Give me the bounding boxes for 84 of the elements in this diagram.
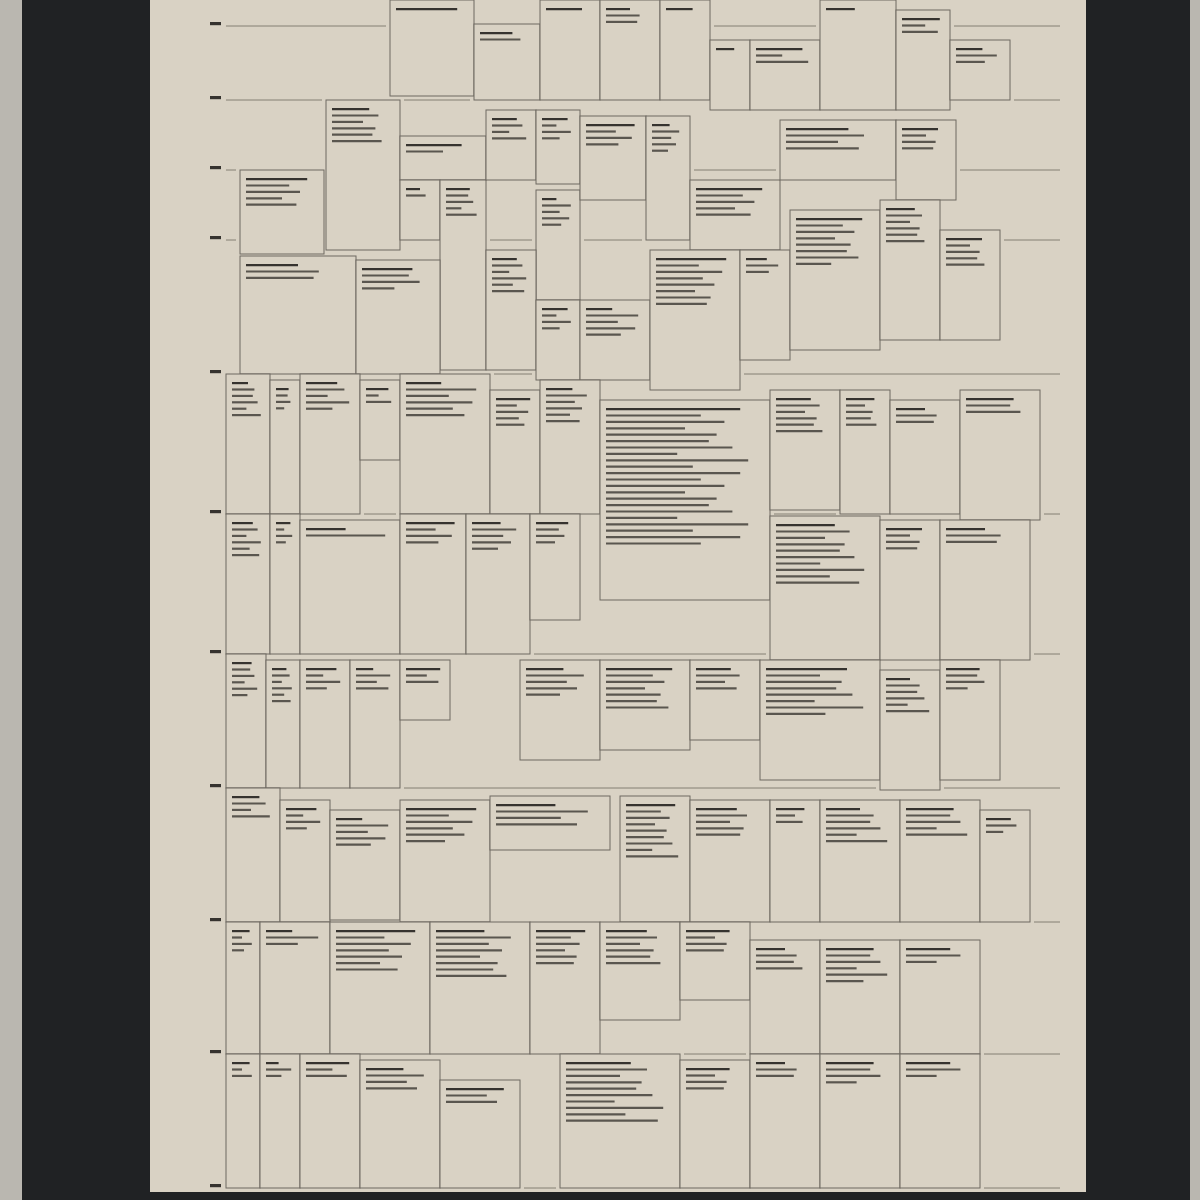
timeline-box [895, 119, 957, 201]
timeline-box [749, 939, 821, 1055]
timeline-box [399, 179, 441, 241]
timeline-box [939, 659, 1001, 781]
timeline-box [259, 1053, 301, 1189]
timeline-box [819, 1053, 901, 1189]
timeline-box [679, 921, 751, 1001]
timeline-box [689, 179, 781, 251]
timeline-box [839, 389, 891, 515]
timeline-box [899, 1053, 981, 1189]
timeline-box [535, 189, 581, 301]
timeline-box [769, 515, 881, 661]
timeline-box [473, 23, 541, 101]
timeline-box [749, 39, 821, 111]
timeline-box [689, 659, 761, 741]
timeline-box [749, 1053, 821, 1189]
timeline-box [239, 169, 325, 255]
timeline-box [279, 799, 331, 923]
timeline-box [879, 669, 941, 791]
timeline-box [889, 399, 961, 515]
timeline-box [465, 513, 531, 655]
timeline-box [979, 809, 1031, 923]
timeline-box [399, 659, 451, 721]
timeline-box [489, 389, 541, 515]
timeline-box [399, 513, 467, 655]
timeline-box [399, 799, 491, 923]
timeline-box [949, 39, 1011, 101]
timeline-box [769, 799, 821, 923]
timeline-box [225, 921, 261, 1055]
timeline-box [389, 0, 475, 97]
timeline-box [769, 389, 841, 511]
timeline-box [265, 659, 301, 789]
timeline-box [225, 653, 267, 789]
timeline-box [529, 921, 601, 1055]
timeline-box [579, 299, 651, 381]
timeline-box [559, 1053, 681, 1189]
timeline-box [895, 9, 951, 111]
timeline-box [535, 109, 581, 185]
timeline-box [959, 389, 1041, 521]
timeline-box [819, 799, 901, 923]
timeline-box [599, 659, 691, 751]
timeline-box [879, 519, 941, 661]
timeline-box [225, 513, 271, 655]
timeline-box [225, 787, 281, 923]
timeline-box [599, 921, 681, 1021]
timeline-box [599, 0, 661, 101]
timeline-box [579, 115, 647, 201]
timeline-box [519, 659, 601, 761]
timeline-box [709, 39, 751, 111]
timeline-box [489, 795, 611, 851]
timeline-box [659, 0, 711, 101]
timeline-box [899, 799, 981, 923]
timeline-box [529, 513, 581, 621]
timeline-box [399, 135, 487, 181]
timeline-box [645, 115, 691, 241]
timeline-box [485, 249, 537, 371]
timeline-box [879, 199, 941, 341]
timeline-box [299, 659, 351, 789]
timeline-box [819, 939, 901, 1055]
timeline-box [239, 255, 357, 375]
timeline-box [299, 1053, 361, 1189]
timeline-box [355, 259, 441, 375]
timeline-box [329, 809, 401, 921]
timeline-box [269, 513, 301, 655]
timeline-box [359, 379, 401, 461]
timeline-box [939, 519, 1031, 661]
timeline-box [619, 795, 691, 923]
timeline-box [429, 921, 531, 1055]
timeline-box [225, 373, 271, 515]
timeline-box [679, 1059, 751, 1189]
timeline-box [939, 229, 1001, 341]
timeline-box [225, 1053, 261, 1189]
timeline-box [779, 119, 897, 181]
timeline-box [535, 299, 581, 381]
timeline-box [359, 1059, 441, 1189]
timeline-box [439, 1079, 521, 1189]
timeline-box [689, 799, 771, 923]
timeline-box [269, 379, 301, 515]
timeline-box [739, 249, 791, 361]
timeline-box [329, 921, 431, 1055]
timeline-box [819, 0, 897, 111]
timeline-box [899, 939, 981, 1055]
timeline-box [539, 0, 601, 101]
timeline-box [485, 109, 537, 181]
